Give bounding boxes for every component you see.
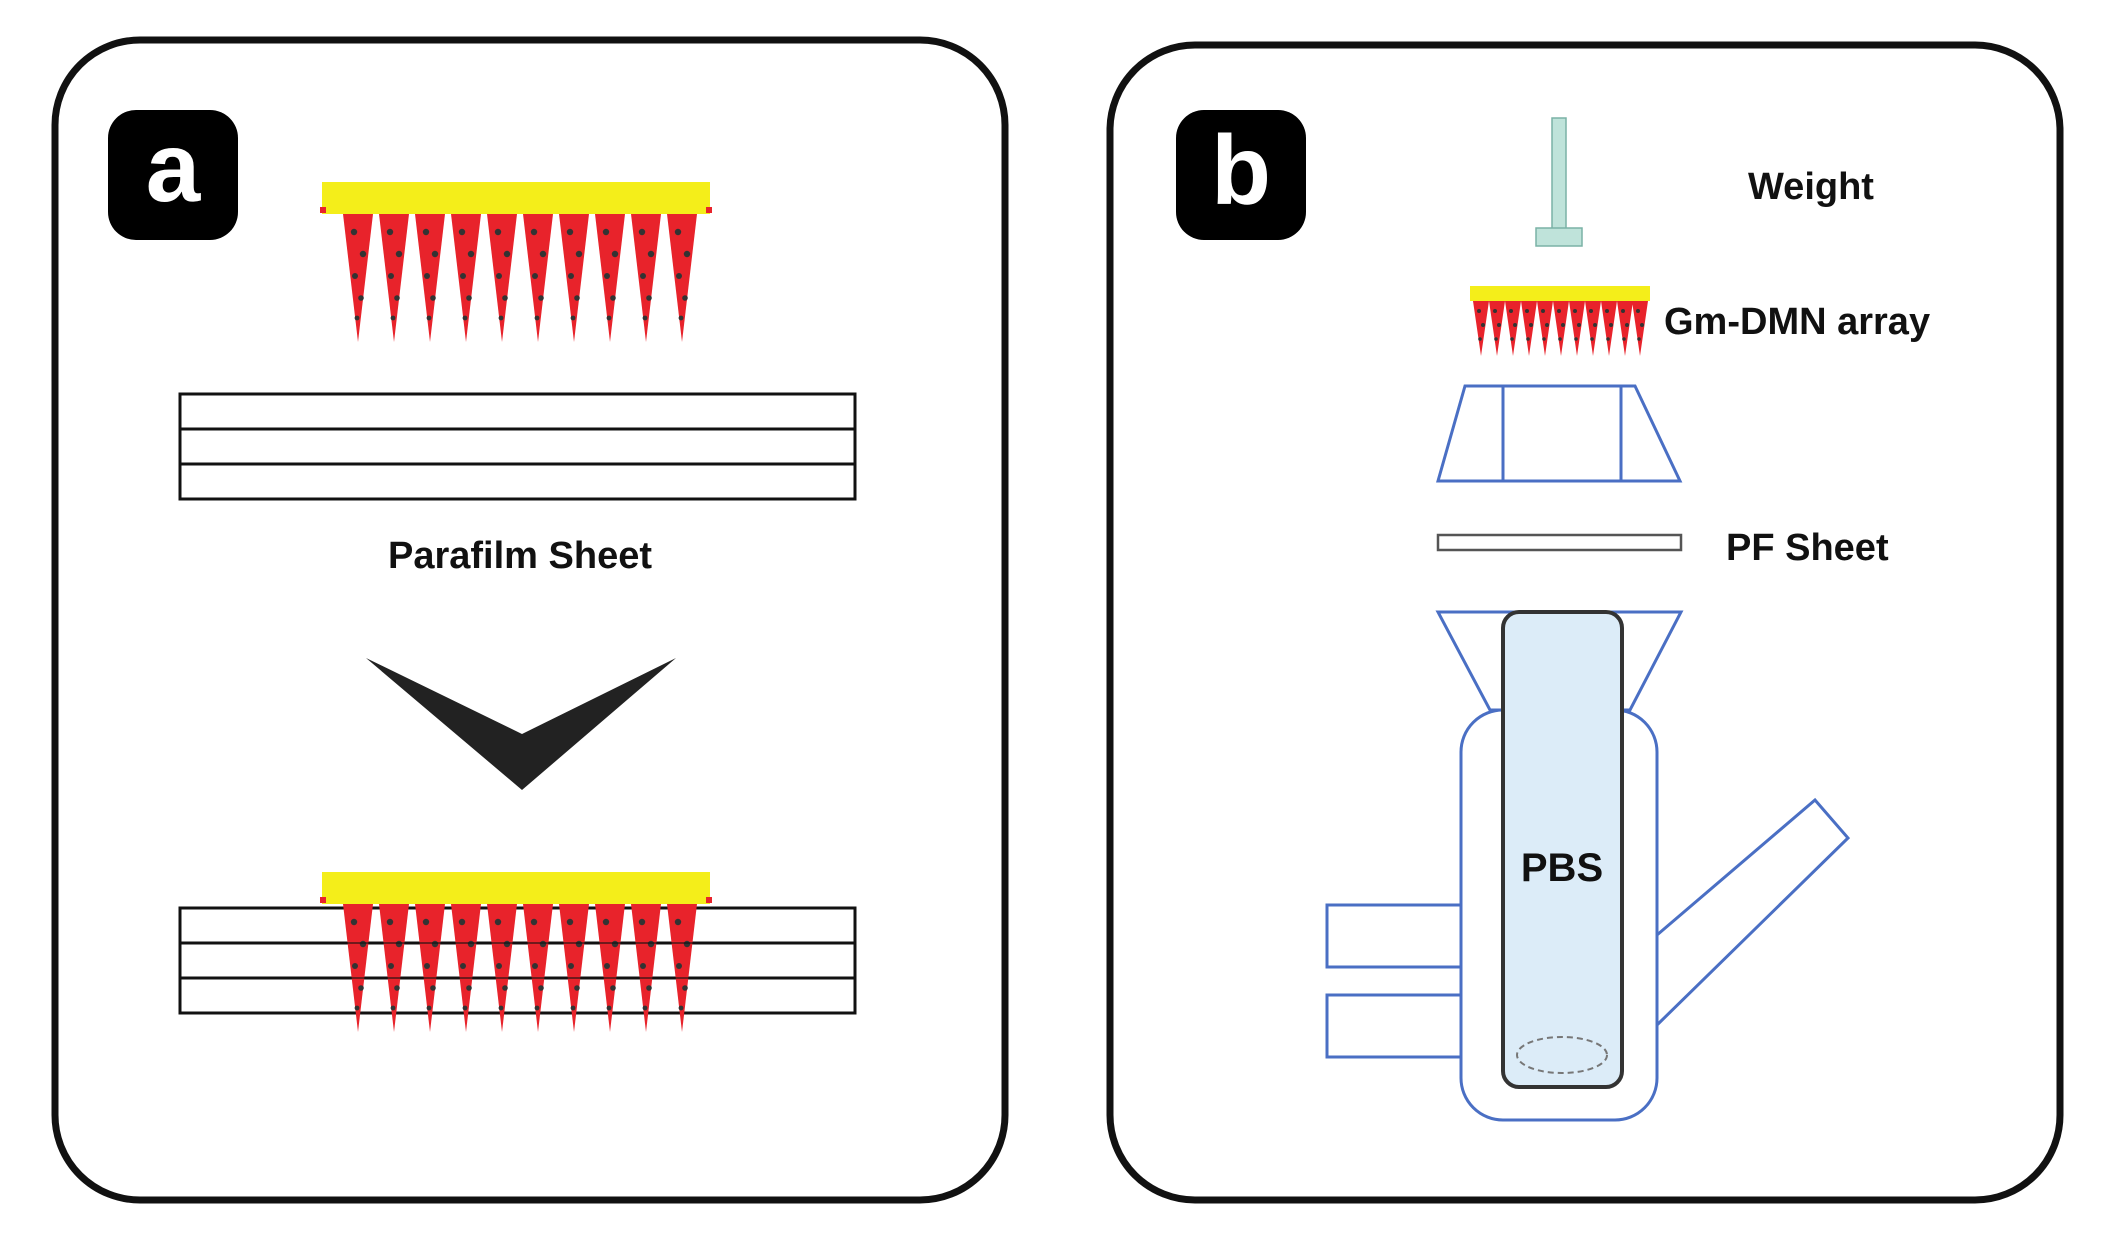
weight-label: Weight: [1748, 166, 1874, 208]
pbs-label: PBS: [1521, 846, 1603, 890]
side-port-upper: [1325, 903, 1464, 969]
gm-dmn-array-top: [320, 182, 712, 342]
franz-diffusion-cell: PBS: [1325, 610, 1851, 1122]
panel-b: b Weight Gm-DMN array: [1106, 41, 2064, 1204]
side-port-lower: [1325, 993, 1464, 1059]
parafilm-sheet: [178, 392, 857, 501]
pf-sheet-label: PF Sheet: [1726, 527, 1889, 569]
weight: [1535, 117, 1583, 247]
panel-a-letter: a: [146, 112, 202, 222]
gm-dmn-array-small: [1470, 286, 1650, 356]
parafilm-sheet-pressed: [178, 906, 857, 1015]
down-arrow-icon: [366, 658, 676, 790]
panel-a-badge: a: [108, 110, 238, 240]
panel-b-badge: b: [1176, 110, 1306, 240]
panel-a: a Parafilm Sh: [51, 36, 1009, 1204]
gm-dmn-array-inserted: [320, 872, 712, 1032]
parafilm-label: Parafilm Sheet: [388, 535, 652, 577]
array-backing: [322, 182, 710, 214]
stir-bar: [1516, 1036, 1608, 1074]
panel-b-letter: b: [1211, 115, 1271, 225]
pf-sheet: [1436, 533, 1683, 552]
donor-chamber: [1436, 384, 1683, 483]
pbs-tube: [1501, 610, 1624, 1089]
gm-dmn-array-label: Gm-DMN array: [1664, 301, 1930, 343]
